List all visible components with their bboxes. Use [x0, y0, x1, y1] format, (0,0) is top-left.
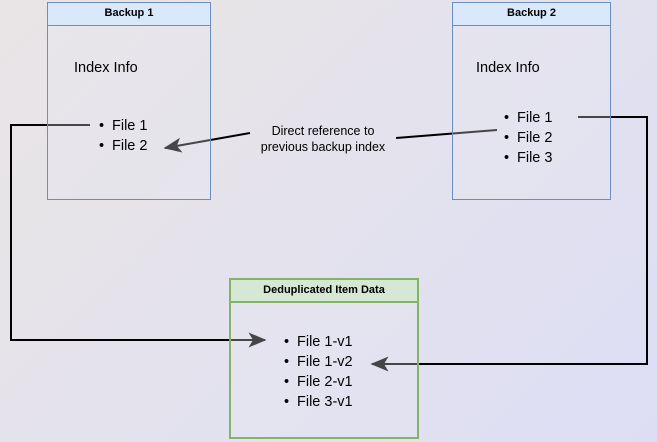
node-deduplicated-item-data[interactable]: Deduplicated Item Data File 1-v1 File 1-…: [229, 278, 419, 439]
backup-2-file-list: File 1 File 2 File 3: [501, 108, 553, 168]
list-item: File 1-v1: [284, 332, 353, 352]
list-item: File 1: [99, 116, 148, 136]
list-item: File 2: [99, 136, 148, 156]
node-backup-1[interactable]: Backup 1 Index Info File 1 File 2: [47, 2, 211, 200]
list-item: File 1: [504, 108, 553, 128]
list-item: File 2: [504, 128, 553, 148]
list-item: File 1-v2: [284, 352, 353, 372]
node-dedup-header: Deduplicated Item Data: [231, 280, 417, 303]
node-backup-1-header: Backup 1: [48, 3, 210, 26]
list-item: File 2-v1: [284, 372, 353, 392]
backup-2-index-info-label: Index Info: [476, 60, 540, 76]
node-backup-1-body: Index Info File 1 File 2: [48, 26, 210, 199]
list-item: File 3-v1: [284, 392, 353, 412]
backup-1-file-list: File 1 File 2: [96, 116, 148, 156]
backup-1-index-info-label: Index Info: [74, 60, 138, 76]
dedup-item-list: File 1-v1 File 1-v2 File 2-v1 File 3-v1: [281, 332, 353, 412]
node-backup-2[interactable]: Backup 2 Index Info File 1 File 2 File 3: [452, 2, 611, 200]
edge-label-line-2: previous backup index: [260, 140, 386, 154]
node-backup-2-header: Backup 2: [453, 3, 610, 26]
node-dedup-body: File 1-v1 File 1-v2 File 2-v1 File 3-v1: [231, 303, 417, 437]
list-item: File 3: [504, 148, 553, 168]
node-backup-2-body: Index Info File 1 File 2 File 3: [453, 26, 610, 199]
edge-label-line-1: Direct reference to: [271, 124, 375, 138]
edge-label-direct-reference: Direct reference to previous backup inde…: [249, 123, 397, 155]
